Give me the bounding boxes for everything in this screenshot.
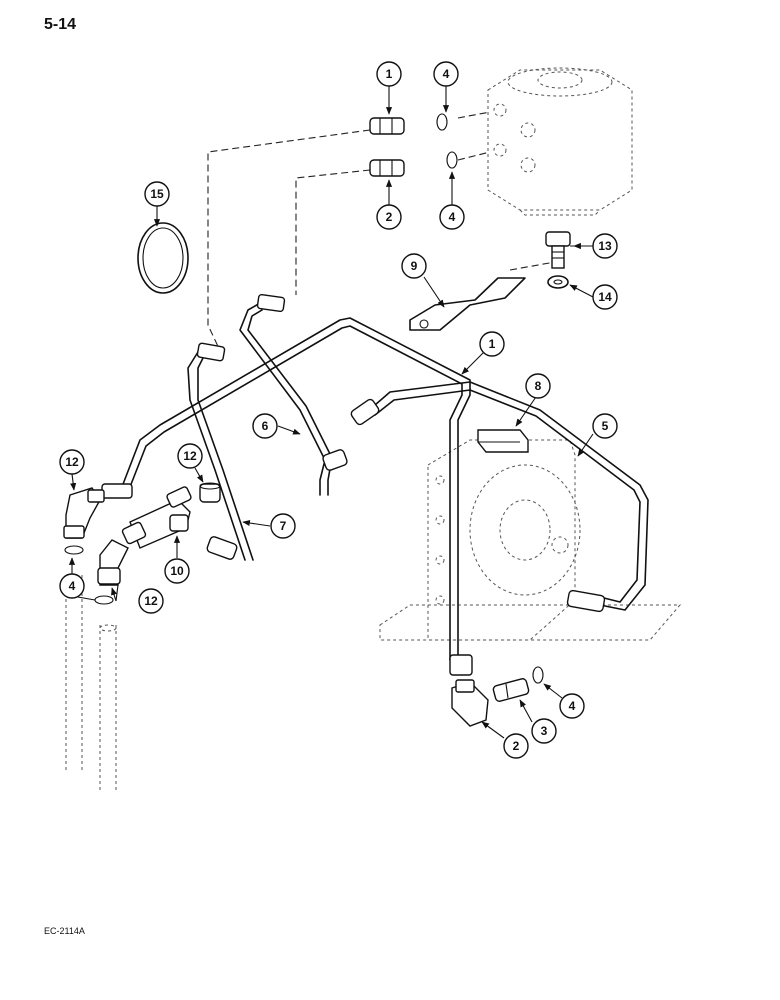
callout-4-mid: 4 bbox=[439, 204, 465, 230]
svg-text:10: 10 bbox=[170, 564, 184, 578]
callout-3-mid: 2 bbox=[376, 204, 402, 230]
callout-6: 6 bbox=[252, 413, 278, 439]
callout-12-lower: 12 bbox=[138, 588, 164, 614]
svg-text:6: 6 bbox=[262, 419, 269, 433]
svg-text:9: 9 bbox=[411, 259, 418, 273]
svg-text:13: 13 bbox=[598, 239, 612, 253]
svg-text:2: 2 bbox=[386, 210, 393, 224]
svg-text:12: 12 bbox=[144, 594, 158, 608]
elbow-12-upper bbox=[63, 487, 105, 539]
washer-14 bbox=[547, 275, 569, 289]
steering-motor-outline bbox=[487, 67, 633, 216]
svg-text:3: 3 bbox=[541, 724, 548, 738]
nut-11 bbox=[199, 482, 221, 503]
svg-text:12: 12 bbox=[183, 449, 197, 463]
svg-text:7: 7 bbox=[280, 519, 287, 533]
svg-text:4: 4 bbox=[69, 579, 76, 593]
svg-text:14: 14 bbox=[598, 290, 612, 304]
figure-code: EC-2114A bbox=[44, 926, 85, 936]
callout-11: 12 bbox=[177, 443, 203, 469]
elbow-2 bbox=[451, 679, 489, 727]
pipe-5 bbox=[374, 381, 649, 611]
svg-text:15: 15 bbox=[150, 187, 164, 201]
callout-10: 10 bbox=[164, 558, 190, 584]
svg-text:8: 8 bbox=[535, 379, 542, 393]
o-ring-4-lower bbox=[446, 151, 458, 169]
callout-7: 7 bbox=[270, 513, 296, 539]
callout-13: 13 bbox=[592, 233, 618, 259]
o-ring-4-upper bbox=[436, 113, 448, 131]
callout-14: 14 bbox=[592, 284, 618, 310]
svg-text:4: 4 bbox=[443, 67, 450, 81]
callout-3-bottom: 3 bbox=[531, 718, 557, 744]
svg-text:5: 5 bbox=[602, 419, 609, 433]
callout-15: 15 bbox=[144, 181, 170, 207]
bolt-13 bbox=[545, 231, 571, 269]
callout-12-upper: 12 bbox=[59, 449, 85, 475]
connection-dashes bbox=[207, 111, 556, 356]
pipe-1 bbox=[119, 317, 471, 661]
svg-text:1: 1 bbox=[386, 67, 393, 81]
connector-3-upper bbox=[369, 117, 405, 135]
callout-1: 1 bbox=[479, 331, 505, 357]
clamp-15 bbox=[137, 222, 189, 294]
svg-text:12: 12 bbox=[65, 455, 79, 469]
connector-3-lower bbox=[369, 159, 405, 177]
callout-8: 8 bbox=[525, 373, 551, 399]
svg-text:4: 4 bbox=[449, 210, 456, 224]
callout-4-left: 4 bbox=[59, 573, 85, 599]
pipe-fittings bbox=[101, 293, 606, 676]
callout-9: 9 bbox=[401, 253, 427, 279]
page-number: 5-14 bbox=[44, 16, 77, 33]
bracket-9 bbox=[409, 277, 526, 331]
tee-10 bbox=[121, 486, 192, 549]
o-ring-4-right bbox=[532, 666, 544, 684]
connector-3-lower-right bbox=[492, 678, 530, 702]
svg-text:1: 1 bbox=[489, 337, 496, 351]
pipe-7 bbox=[187, 351, 254, 561]
block-8 bbox=[477, 429, 529, 453]
pump-outline bbox=[379, 439, 682, 641]
svg-text:4: 4 bbox=[569, 699, 576, 713]
pipe-6 bbox=[239, 301, 333, 496]
callout-5: 5 bbox=[592, 413, 618, 439]
phantom-tubes bbox=[65, 575, 117, 790]
callout-4-bottom-right: 4 bbox=[559, 693, 585, 719]
o-ring-4-left-upper bbox=[64, 545, 84, 555]
callout-4-top: 4 bbox=[433, 61, 459, 87]
o-ring-4-left-lower bbox=[94, 595, 114, 605]
callout-3-top: 1 bbox=[376, 61, 402, 87]
svg-text:2: 2 bbox=[513, 739, 520, 753]
elbow-12-lower bbox=[97, 539, 129, 586]
callout-2: 2 bbox=[503, 733, 529, 759]
